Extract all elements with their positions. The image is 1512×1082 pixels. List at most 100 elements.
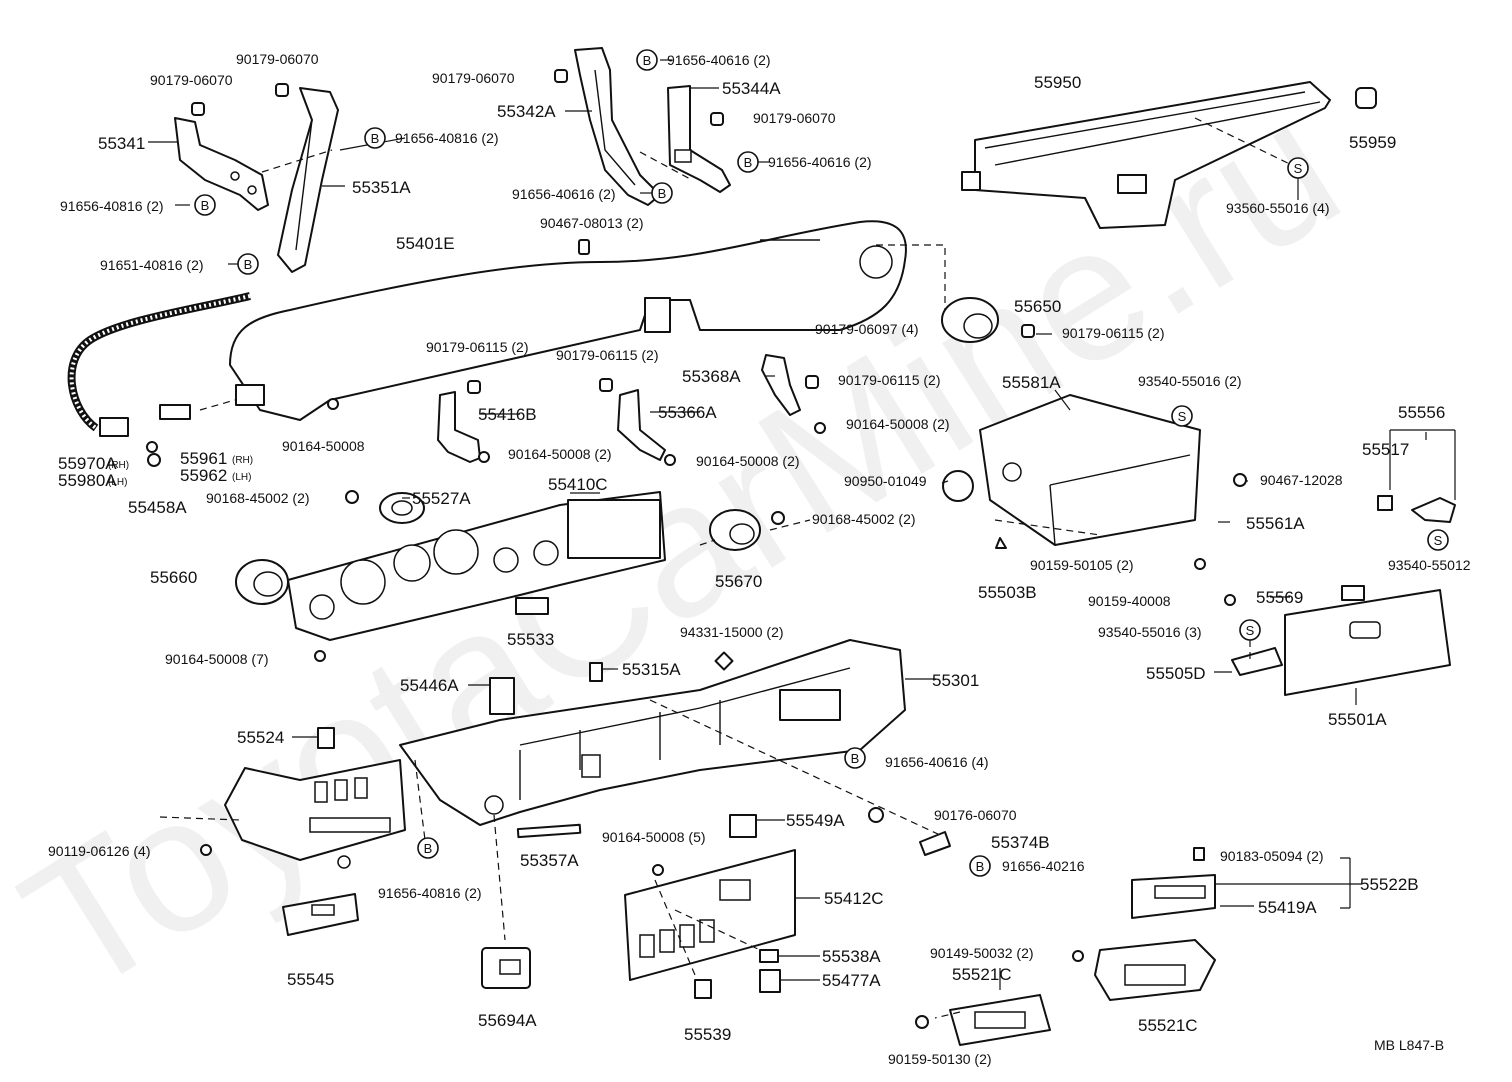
label-55549a: 55549A xyxy=(786,811,845,830)
fastener-label: 90179-06097 (4) xyxy=(815,321,919,337)
cover-55539 xyxy=(694,979,712,999)
fastener-label: 90119-06126 (4) xyxy=(48,843,150,859)
svg-text:S: S xyxy=(1294,161,1303,176)
fastener-label: 90467-08013 (2) xyxy=(540,215,644,231)
fastener-label: 90164-50008 (2) xyxy=(696,453,800,469)
label-lh-1: (LH) xyxy=(108,477,127,488)
part-labels: 55341 55351A 55342A 55344A 55950 55959 5… xyxy=(58,73,1445,1044)
bracket-55342a xyxy=(574,47,661,206)
fastener-label: 90159-50130 (2) xyxy=(888,1051,992,1067)
fastener-label: 90179-06070 xyxy=(753,110,836,126)
svg-text:B: B xyxy=(851,751,860,766)
fastener-label: 90164-50008 (2) xyxy=(508,446,612,462)
instrument-panel-55301 xyxy=(399,639,906,826)
label-55962: 55962 xyxy=(180,466,227,485)
label-55477a: 55477A xyxy=(822,971,881,990)
fastener-label: 90164-50008 (7) xyxy=(165,651,269,667)
label-55581a: 55581A xyxy=(1002,373,1061,392)
switch-55694a xyxy=(481,947,531,989)
vent-55650 xyxy=(941,297,999,343)
fastener-label: 90179-06070 xyxy=(150,72,233,88)
bracket-55341 xyxy=(174,117,269,211)
fastener-label: 91656-40816 (2) xyxy=(395,130,499,146)
screw-badge-s-3: S xyxy=(1427,529,1449,551)
leader-lines xyxy=(148,59,1456,990)
fastener-label: 90159-40008 xyxy=(1088,593,1171,609)
lower-left-panel xyxy=(224,759,406,869)
fastener-label: 90179-06070 xyxy=(236,51,319,67)
fastener-label: 91656-40816 (2) xyxy=(60,198,164,214)
svg-text:B: B xyxy=(658,186,667,201)
vent-55670 xyxy=(709,509,761,551)
fastener-label: 91656-40616 (2) xyxy=(768,154,872,170)
label-55446a: 55446A xyxy=(400,676,459,695)
label-55341: 55341 xyxy=(98,134,145,153)
label-55366a: 55366A xyxy=(658,403,717,422)
fastener-label: 90179-06115 (2) xyxy=(1062,325,1164,341)
bolt-badge-b-8: B xyxy=(417,837,439,859)
fastener-label: 90168-45002 (2) xyxy=(206,490,310,506)
label-55368a: 55368A xyxy=(682,367,741,386)
plug-90950 xyxy=(942,470,974,502)
label-55670: 55670 xyxy=(715,572,762,591)
label-55505d: 55505D xyxy=(1146,664,1206,683)
svg-text:B: B xyxy=(976,859,985,874)
fastener-label: 90467-12028 xyxy=(1260,472,1343,488)
svg-text:S: S xyxy=(1178,409,1187,424)
fastener-labels: 90179-06070 90179-06070 91656-40816 (2) … xyxy=(48,51,1471,1067)
label-55410c: 55410C xyxy=(548,475,608,494)
switch-55961 xyxy=(159,404,191,420)
fastener-label: 93540-55016 (2) xyxy=(1138,373,1242,389)
screw-badge-s-2: S xyxy=(1171,405,1193,427)
clip-55315a xyxy=(589,662,603,682)
bolt-badge-b-5: B xyxy=(737,151,759,173)
label-55503b: 55503B xyxy=(978,583,1037,602)
cap-55959 xyxy=(1355,87,1377,109)
label-55315a: 55315A xyxy=(622,660,681,679)
gauge-ring-55527a xyxy=(379,492,425,524)
bolt-badge-b-3: B xyxy=(237,253,259,275)
cover-55533 xyxy=(515,597,549,615)
fastener-label: 93560-55016 (4) xyxy=(1226,200,1330,216)
label-55521c-inner: 55521C xyxy=(952,965,1012,984)
wire-harness-55970a xyxy=(67,292,251,437)
label-55539: 55539 xyxy=(684,1025,731,1044)
bolt-badge-b-7: B xyxy=(844,747,866,769)
bolt-badge-b-1: B xyxy=(364,127,386,149)
bracket-55366a xyxy=(617,389,666,461)
label-55374b: 55374B xyxy=(991,833,1050,852)
fastener-label: 90159-50105 (2) xyxy=(1030,557,1134,573)
label-55980a: 55980A xyxy=(58,471,117,490)
svg-text:B: B xyxy=(371,131,380,146)
label-55412c: 55412C xyxy=(824,889,884,908)
fastener-label: 91656-40616 (2) xyxy=(667,52,771,68)
label-55569: 55569 xyxy=(1256,588,1303,607)
label-55351a: 55351A xyxy=(352,178,411,197)
bracket-55374b xyxy=(919,831,951,856)
dash-pad-55401e xyxy=(229,220,907,421)
label-55344a: 55344A xyxy=(722,79,781,98)
cover-55549a xyxy=(729,814,757,838)
nut-icons-top xyxy=(191,69,1035,394)
lower-panel-55412c xyxy=(624,849,796,981)
label-55416b: 55416B xyxy=(478,405,537,424)
switch-55477a xyxy=(759,969,781,993)
label-55650: 55650 xyxy=(1014,297,1061,316)
trim-55357a xyxy=(516,823,582,839)
bracket-55351a xyxy=(277,87,339,273)
svg-text:B: B xyxy=(744,155,753,170)
fastener-label: 90164-50008 (2) xyxy=(846,416,950,432)
svg-text:B: B xyxy=(201,198,210,213)
fastener-label: 93540-55012 xyxy=(1388,557,1471,573)
label-55959: 55959 xyxy=(1349,133,1396,152)
fastener-label: 90168-45002 (2) xyxy=(812,511,916,527)
fastener-label: 91656-40616 (2) xyxy=(512,186,616,202)
label-55521c-outer: 55521C xyxy=(1138,1016,1198,1035)
clip-55524 xyxy=(317,727,335,749)
hinge-55505d xyxy=(1231,647,1283,676)
switch-55538a xyxy=(759,949,779,963)
dashed-guides xyxy=(159,117,1299,1019)
label-55533: 55533 xyxy=(507,630,554,649)
